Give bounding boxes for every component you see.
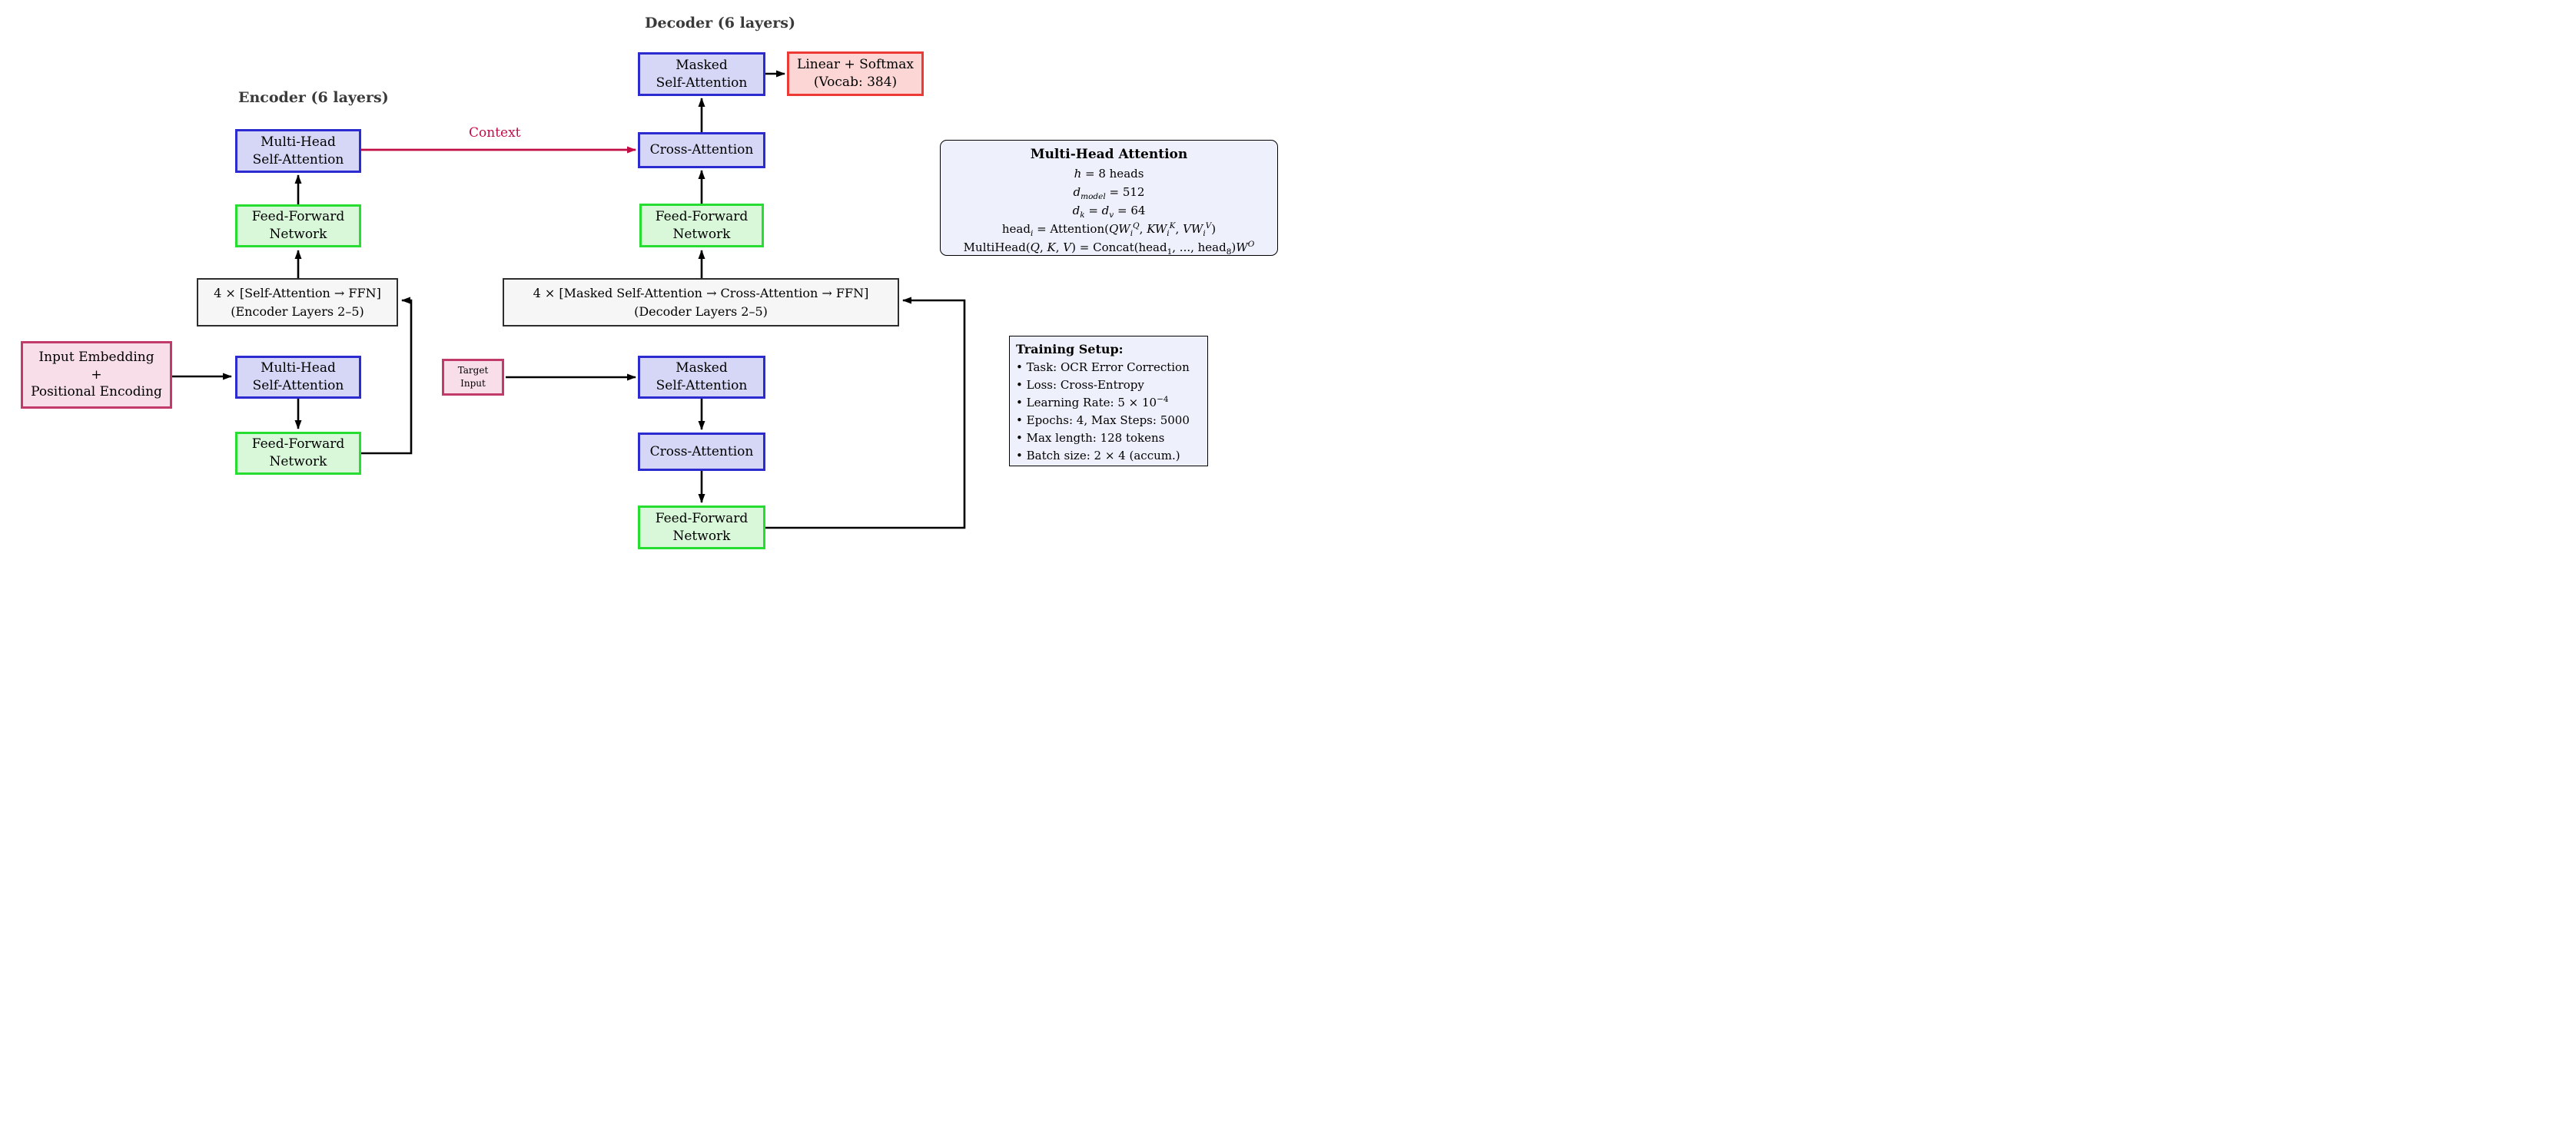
mha-panel-title: Multi-Head Attention <box>1030 147 1188 162</box>
transformer-architecture-diagram: Encoder (6 layers) Decoder (6 layers) Mu… <box>0 0 1288 563</box>
decoder-masked-top-box: Masked Self-Attention <box>638 52 765 96</box>
output-linear-softmax-box: Linear + Softmax (Vocab: 384) <box>787 51 924 96</box>
encoder-section-title: Encoder (6 layers) <box>238 89 389 106</box>
decoder-section-title: Decoder (6 layers) <box>645 15 795 31</box>
context-label: Context <box>469 125 521 141</box>
mha-formula-multihead: MultiHead(Q, K, V) = Concat(head1, ..., … <box>963 240 1255 257</box>
training-item-loss: • Loss: Cross-Entropy <box>1016 378 1144 392</box>
decoder-repeat-line1: 4 × [Masked Self-Attention → Cross-Atten… <box>533 285 869 300</box>
mha-formula-dmodel: dmodel = 512 <box>1073 185 1145 201</box>
encoder-ffn-top-box: Feed-Forward Network <box>235 204 361 247</box>
mha-formula-head-i: headi = Attention(QWiQ, KWiK, VWiV) <box>1001 221 1217 238</box>
decoder-repeat-box: 4 × [Masked Self-Attention → Cross-Atten… <box>503 278 899 326</box>
arrow-decoder-ffn-loop-to-repeat <box>765 297 966 529</box>
mha-formula-heads: h = 8 heads <box>1074 167 1144 181</box>
decoder-masked-bottom-box: Masked Self-Attention <box>638 356 765 399</box>
encoder-mhsa-bottom-box: Multi-Head Self-Attention <box>235 356 361 399</box>
encoder-ffn-bottom-box: Feed-Forward Network <box>235 432 361 475</box>
training-item-lr: • Learning Rate: 5 × 10−4 <box>1016 395 1169 409</box>
training-item-maxlen: • Max length: 128 tokens <box>1016 431 1165 445</box>
encoder-mhsa-top-box: Multi-Head Self-Attention <box>235 129 361 173</box>
input-embedding-box: Input Embedding + Positional Encoding <box>21 341 172 409</box>
decoder-cross-top-box: Cross-Attention <box>638 132 765 168</box>
target-input-box: Target Input <box>442 359 504 396</box>
mha-info-panel: Multi-Head Attention h = 8 heads dmodel … <box>940 140 1278 256</box>
encoder-repeat-line1: 4 × [Self-Attention → FFN] <box>214 285 381 300</box>
decoder-cross-bottom-box: Cross-Attention <box>638 433 765 471</box>
decoder-ffn-bottom-box: Feed-Forward Network <box>638 505 765 549</box>
encoder-repeat-line2: (Encoder Layers 2–5) <box>231 303 364 319</box>
decoder-repeat-line2: (Decoder Layers 2–5) <box>634 303 768 319</box>
decoder-ffn-top-box: Feed-Forward Network <box>639 204 764 247</box>
training-item-epochs: • Epochs: 4, Max Steps: 5000 <box>1016 413 1190 427</box>
training-setup-panel: Training Setup: • Task: OCR Error Correc… <box>1009 336 1208 466</box>
training-item-batch: • Batch size: 2 × 4 (accum.) <box>1016 449 1180 462</box>
mha-formula-dkdv: dk = dv = 64 <box>1072 204 1146 220</box>
encoder-repeat-box: 4 × [Self-Attention → FFN] (Encoder Laye… <box>197 278 398 326</box>
training-panel-title: Training Setup: <box>1016 342 1124 356</box>
training-item-task: • Task: OCR Error Correction <box>1016 360 1190 374</box>
